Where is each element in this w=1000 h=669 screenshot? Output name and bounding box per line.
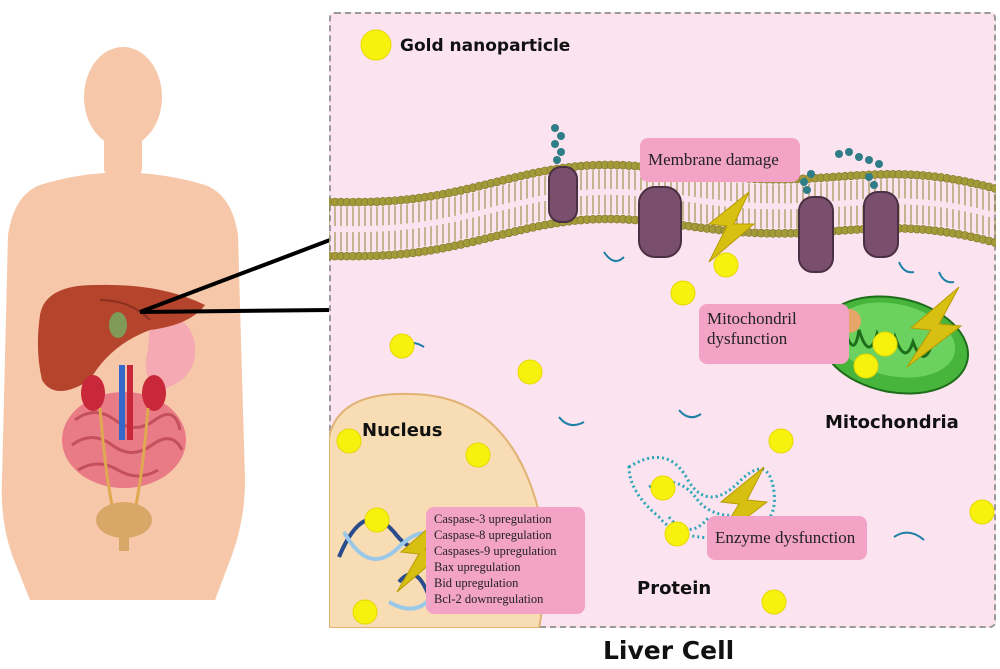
legend-label: Gold nanoparticle	[400, 36, 571, 56]
liver-cell-caption: Liver Cell	[603, 636, 735, 665]
gene-effect-item: Bax upregulation	[434, 560, 521, 574]
membrane-protein-icon	[548, 166, 899, 273]
membrane-damage-label: Membrane damage	[640, 138, 800, 182]
gene-regulation-box: Caspase-3 upregulation Caspase-8 upregul…	[426, 507, 585, 614]
gene-effect-item: Caspase-8 upregulation	[434, 528, 552, 542]
protein-label: Protein	[637, 578, 712, 599]
nucleus-label: Nucleus	[362, 420, 443, 441]
glycan-chains	[551, 124, 883, 194]
gene-effect-item: Bid upregulation	[434, 576, 519, 590]
mitochondria-label: Mitochondria	[825, 412, 959, 433]
mitochondrial-dysfunction-label: Mitochondril dysfunction	[699, 304, 849, 364]
intestine-folds	[71, 411, 184, 478]
mito-dysfunction-line-2: dysfunction	[707, 329, 788, 348]
gallbladder	[109, 312, 127, 338]
aorta	[119, 365, 125, 440]
gene-effect-item: Caspase-3 upregulation	[434, 512, 552, 526]
mito-dysfunction-line-1: Mitochondril	[707, 309, 797, 328]
gene-regulation-list: Caspase-3 upregulation Caspase-8 upregul…	[434, 511, 577, 607]
zoom-connector-lines	[139, 238, 330, 314]
gene-effect-item: Caspases-9 upregulation	[434, 544, 557, 558]
kidney-left	[81, 375, 105, 411]
human-body-illustration	[1, 47, 330, 600]
enzyme-dysfunction-label: Enzyme dysfunction	[707, 516, 867, 560]
bladder	[96, 502, 152, 538]
vena-cava	[127, 365, 133, 440]
gene-effect-item: Bcl-2 downregulation	[434, 592, 544, 606]
gold-nanoparticles	[336, 29, 995, 625]
kidney-right	[142, 375, 166, 411]
stomach	[145, 317, 196, 390]
gold-nanoparticle-icon	[360, 29, 392, 61]
